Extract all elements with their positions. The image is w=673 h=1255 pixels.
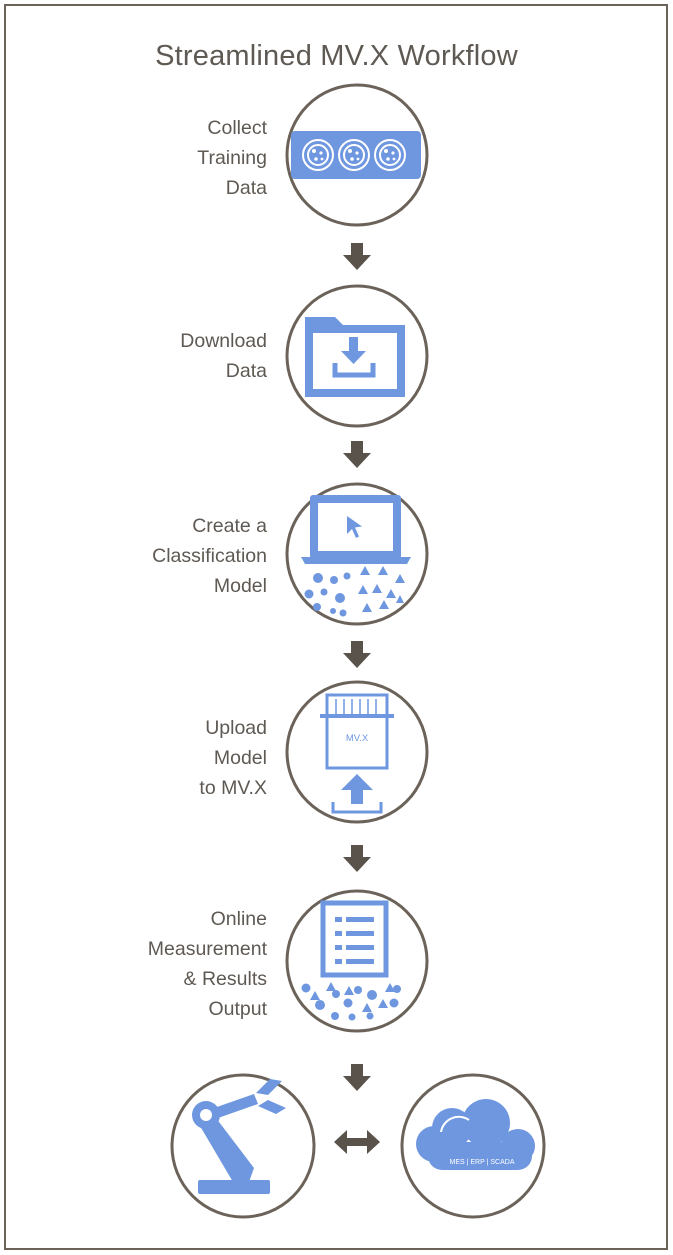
step-3-line-2: Classification: [152, 545, 267, 567]
step-5-line-3: & Results: [183, 968, 267, 990]
upload-device-icon: MV.X: [285, 680, 429, 824]
step-1-line-3: Data: [225, 177, 267, 199]
bidirectional-arrow-icon: [334, 1130, 380, 1154]
diagram-title: Streamlined MV.X Workflow: [155, 40, 518, 72]
step-3-label: Create a Classification Model: [47, 511, 267, 601]
cloud-icon: MES | ERP | SCADA: [400, 1073, 546, 1219]
step-3-line-3: Model: [213, 575, 267, 597]
diagram-frame: [4, 4, 668, 1250]
step-4-label: Upload Model to MV.X: [47, 713, 267, 803]
laptop-classification-icon: [285, 482, 429, 626]
step-5-line-2: Measurement: [147, 938, 267, 960]
cloud-label: MES | ERP | SCADA: [450, 1159, 515, 1166]
results-list-icon: [285, 889, 429, 1033]
step-2-line-2: Data: [225, 360, 267, 382]
down-arrow-icon: [343, 243, 371, 270]
down-arrow-icon: [343, 845, 371, 872]
down-arrow-icon: [343, 441, 371, 468]
step-4-line-3: to MV.X: [199, 777, 267, 799]
down-arrow-icon: [343, 1064, 371, 1091]
step-1-label: Collect Training Data: [47, 113, 267, 203]
device-label: MV.X: [346, 733, 369, 744]
petri-dishes-icon: [285, 83, 429, 227]
robot-arm-icon: [170, 1073, 316, 1219]
step-1-line-1: Collect: [207, 117, 267, 139]
step-1-line-2: Training: [197, 147, 267, 169]
step-4-line-1: Upload: [205, 717, 267, 739]
step-5-label: Online Measurement & Results Output: [47, 904, 267, 1024]
step-2-label: Download Data: [47, 326, 267, 386]
step-3-line-1: Create a: [192, 515, 267, 537]
download-folder-icon: [285, 284, 429, 428]
down-arrow-icon: [343, 641, 371, 668]
step-4-line-2: Model: [213, 747, 267, 769]
step-2-line-1: Download: [180, 330, 267, 352]
step-5-line-1: Online: [210, 908, 267, 930]
step-5-line-4: Output: [208, 998, 267, 1020]
